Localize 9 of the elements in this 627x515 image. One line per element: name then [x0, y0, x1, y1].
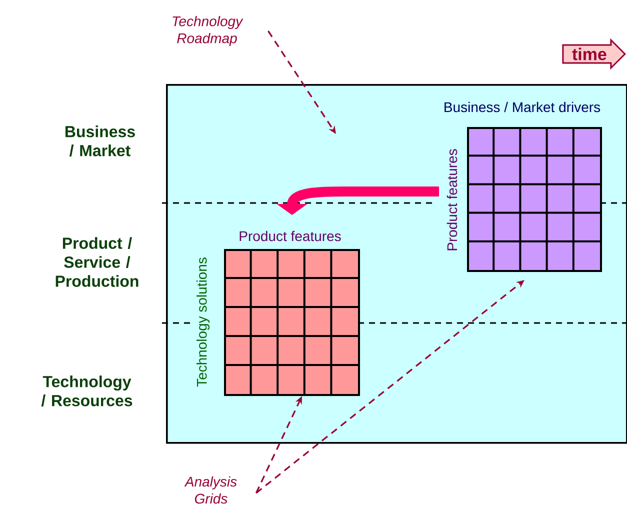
- callout-text: Analysis Grids: [184, 476, 237, 504]
- axis-label: Product features: [446, 149, 458, 250]
- row-label: Product / Service / Production: [56, 237, 138, 287]
- row-label: Technology / Resources: [41, 376, 132, 406]
- grid-heading: Product features: [240, 230, 341, 242]
- callout-text: Technology Roadmap: [172, 16, 244, 46]
- grid-heading: Business / Market drivers: [444, 102, 600, 112]
- row-label: Business / Market: [66, 126, 135, 156]
- axis-label: Technology solutions: [196, 258, 210, 387]
